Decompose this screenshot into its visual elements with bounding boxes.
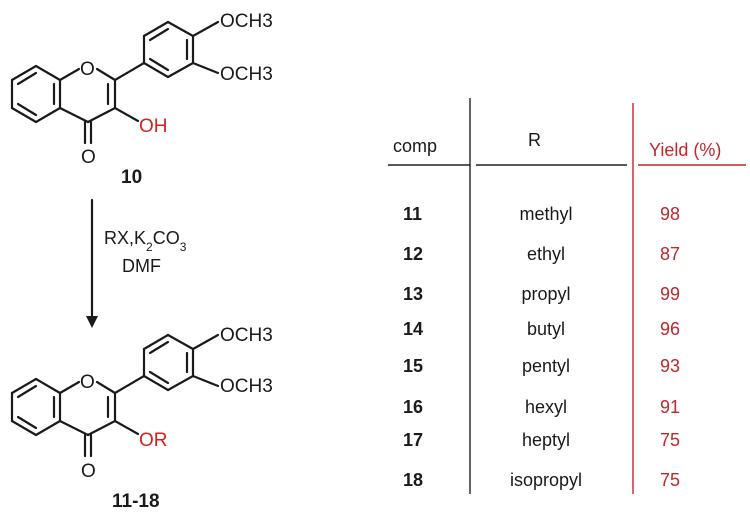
table-cell-yield: 98 [660,204,680,224]
reactant-carbonyl-oxygen: O [81,147,96,168]
conditions-reagents: RX,K2CO3 [104,228,187,254]
reactant-hydroxyl: OH [139,116,168,137]
table-cell-r: ethyl [527,244,565,264]
reactant-methoxy-1: OCH3 [220,11,273,32]
table-cell-comp: 12 [403,244,423,264]
table-cell-r: isopropyl [510,470,582,490]
product-ether-group: OR [139,430,168,451]
table-cell-comp: 14 [403,319,423,339]
product-ring-oxygen: O [80,372,95,393]
product-methoxy-2: OCH3 [220,376,273,397]
product-carbonyl-oxygen: O [81,461,96,482]
table-cell-comp: 18 [403,470,423,490]
table-cell-r: propyl [521,284,570,304]
table-rows: 11 methyl 98 12 ethyl 87 13 propyl 99 14 butyl 96 15… [403,204,680,490]
table-cell-yield: 87 [660,244,680,264]
table-cell-yield: 91 [660,397,680,417]
product-methoxy-1: OCH3 [220,325,273,346]
table-cell-comp: 15 [403,356,423,376]
reactant-structure [10,20,220,145]
table-cell-yield: 96 [660,319,680,339]
product-structure [10,333,220,458]
table-cell-yield: 75 [660,430,680,450]
table-cell-comp: 17 [403,430,423,450]
reactant-compound-label: 10 [121,167,142,188]
header-comp: comp [393,136,437,156]
table-cell-yield: 93 [660,356,680,376]
table-cell-yield: 75 [660,470,680,490]
table-cell-r: heptyl [522,430,570,450]
table-cell-r: methyl [519,204,572,224]
table-cell-yield: 99 [660,284,680,304]
reactant-methoxy-2: OCH3 [220,64,273,85]
header-yield: Yield (%) [649,140,721,160]
table-cell-comp: 13 [403,284,423,304]
header-r: R [528,130,541,150]
table-cell-r: pentyl [522,356,570,376]
conditions-solvent: DMF [122,256,161,276]
table-cell-comp: 11 [403,204,422,224]
product-compound-label: 11-18 [112,491,160,512]
table-cell-comp: 16 [403,397,423,417]
table-cell-r: hexyl [525,397,567,417]
reaction-arrowhead [86,316,98,328]
reactant-ring-oxygen: O [80,59,95,80]
table-cell-r: butyl [527,319,565,339]
yield-table [388,98,746,494]
